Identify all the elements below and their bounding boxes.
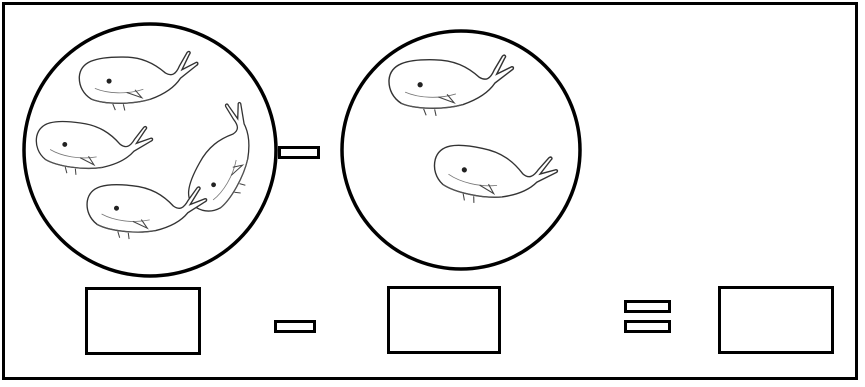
minus-sign-icon	[278, 146, 320, 159]
subtrahend-input[interactable]	[390, 289, 502, 353]
subtrahend-answer-box[interactable]	[387, 286, 501, 354]
group-right-whales	[342, 31, 580, 269]
minus-sign-icon	[274, 320, 316, 333]
difference-input[interactable]	[721, 289, 835, 353]
group-left-whales	[24, 24, 276, 276]
minuend-answer-box[interactable]	[85, 287, 201, 355]
equals-sign-icon	[624, 300, 671, 333]
minuend-input[interactable]	[88, 290, 202, 354]
difference-answer-box[interactable]	[718, 286, 834, 354]
